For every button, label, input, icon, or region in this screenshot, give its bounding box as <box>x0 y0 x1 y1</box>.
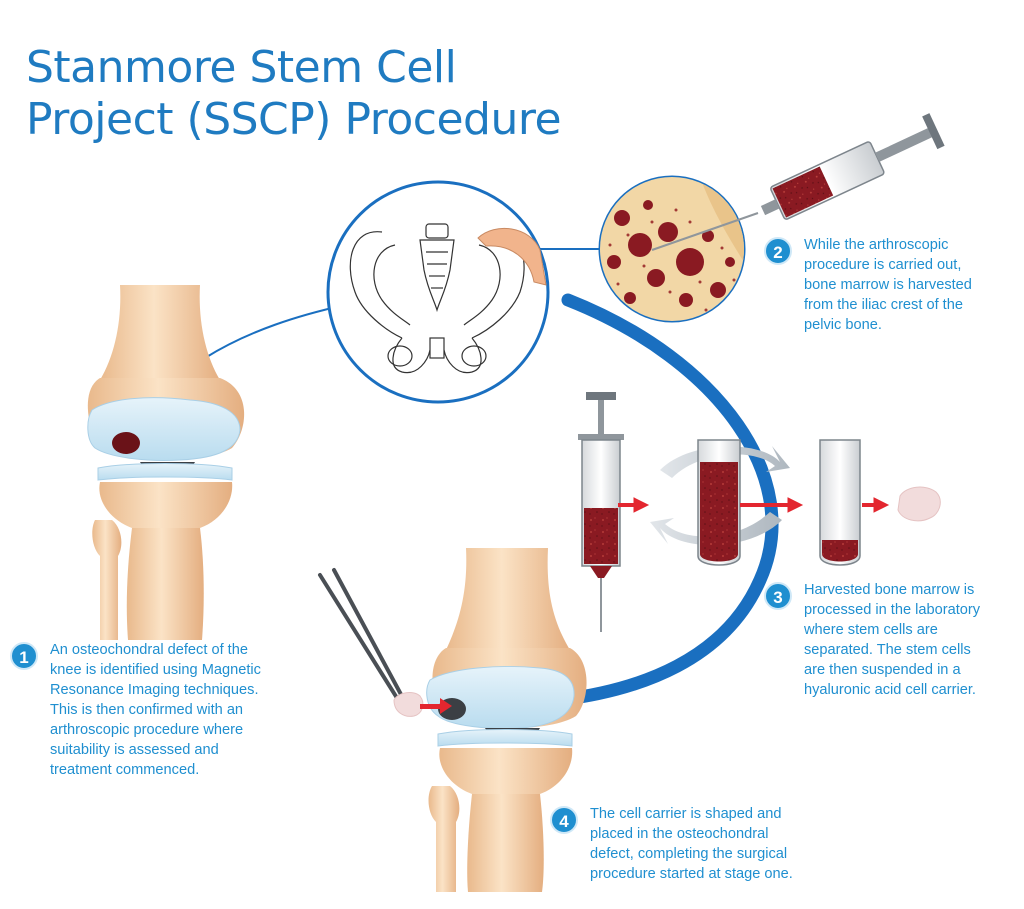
step-1-line: arthroscopic procedure where <box>50 720 261 740</box>
knee-defect-illustration <box>88 285 244 640</box>
step-4-line: placed in the osteochondral <box>590 824 793 844</box>
step-3-badge: 3 <box>764 582 792 610</box>
step-2-line: bone marrow is harvested <box>804 275 972 295</box>
carrier-in-forceps <box>394 693 423 717</box>
step-3-line: are then suspended in a <box>804 660 980 680</box>
lab-syringe <box>578 392 624 632</box>
step-2-badge: 2 <box>764 237 792 265</box>
step-4-line: defect, completing the surgical <box>590 844 793 864</box>
step-3-line: where stem cells are <box>804 620 980 640</box>
step-2-line: While the arthroscopic <box>804 235 972 255</box>
step-4-text: The cell carrier is shaped and placed in… <box>590 804 793 884</box>
cell-carrier <box>898 487 940 521</box>
step-4-badge: 4 <box>550 806 578 834</box>
step-3-text: Harvested bone marrow is processed in th… <box>804 580 980 700</box>
step-2-line: pelvic bone. <box>804 315 972 335</box>
step-4-line: procedure started at stage one. <box>590 864 793 884</box>
knee-repair-illustration <box>320 548 587 892</box>
step-1-line: knee is identified using Magnetic <box>50 660 261 680</box>
step-1-text: An osteochondral defect of the knee is i… <box>50 640 261 780</box>
title-line-2: Project (SSCP) Procedure <box>26 94 561 146</box>
step-2-line: procedure is carried out, <box>804 255 972 275</box>
pelvis-illustration <box>328 182 548 402</box>
step-1-line: An osteochondral defect of the <box>50 640 261 660</box>
step-3-line: hyaluronic acid cell carrier. <box>804 680 980 700</box>
title-line-1: Stanmore Stem Cell <box>26 42 561 94</box>
page-title: Stanmore Stem Cell Project (SSCP) Proced… <box>26 42 561 146</box>
separated-tube <box>820 440 860 565</box>
step-3-line: processed in the laboratory <box>804 600 980 620</box>
bone-marrow-section <box>600 177 744 321</box>
centrifuge-tube <box>698 440 740 565</box>
step-3-line: separated. The stem cells <box>804 640 980 660</box>
connector-line-knee-pelvis <box>205 305 345 358</box>
step-4-line: The cell carrier is shaped and <box>590 804 793 824</box>
step-3-line: Harvested bone marrow is <box>804 580 980 600</box>
step-2-line: from the iliac crest of the <box>804 295 972 315</box>
step-1-line: treatment commenced. <box>50 760 261 780</box>
step-2-text: While the arthroscopic procedure is carr… <box>804 235 972 335</box>
step-1-line: Resonance Imaging techniques. <box>50 680 261 700</box>
forceps <box>320 570 404 706</box>
step-1-badge: 1 <box>10 642 38 670</box>
step-1-line: suitability is assessed and <box>50 740 261 760</box>
step-1-line: This is then confirmed with an <box>50 700 261 720</box>
